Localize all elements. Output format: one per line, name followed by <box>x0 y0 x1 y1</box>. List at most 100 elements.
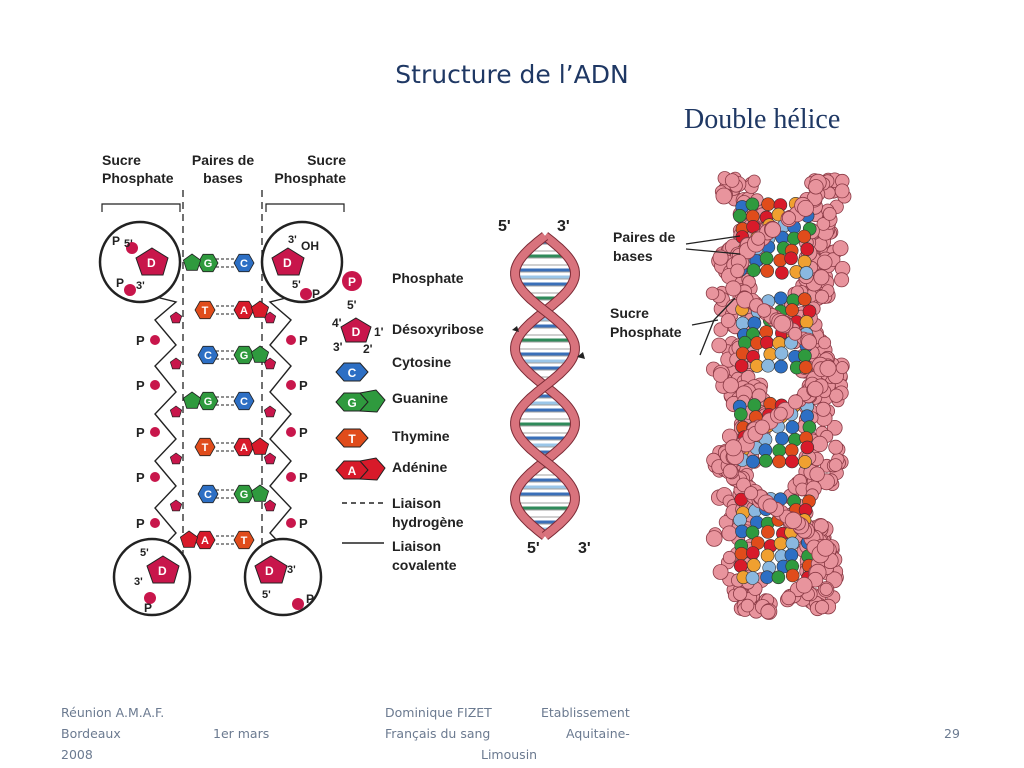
atom-base <box>799 266 814 280</box>
svg-text:D: D <box>158 564 167 578</box>
ribbon-helix: 5' 3' 5' 3' <box>498 218 591 557</box>
atom-base <box>773 291 788 306</box>
atom-sugar-phosphate <box>722 377 739 394</box>
atom-base <box>774 346 789 361</box>
atom-base <box>784 251 798 266</box>
atom-base <box>797 229 812 244</box>
base-letter: A <box>201 535 209 547</box>
left-phosphate <box>150 518 160 528</box>
left-phosphate-label: P <box>136 333 145 348</box>
atom-base <box>800 242 815 256</box>
backbone-lines <box>147 294 299 551</box>
base-C <box>233 391 255 411</box>
base-C <box>197 345 219 365</box>
atom-sugar-phosphate <box>751 231 766 246</box>
atom-base <box>798 455 812 469</box>
atom-base <box>798 348 812 363</box>
svg-text:3': 3' <box>136 280 145 292</box>
svg-text:P: P <box>112 234 120 248</box>
atom-base <box>747 398 762 412</box>
base-G-ring <box>250 484 270 502</box>
atom-base <box>785 454 799 469</box>
left-sugar <box>169 311 183 324</box>
header-bases-line1: Paires de <box>192 152 254 168</box>
atom-sugar-phosphate <box>813 269 830 286</box>
svg-text:D: D <box>352 325 361 339</box>
atom-sugar-phosphate <box>781 210 796 225</box>
atom-base <box>733 513 747 527</box>
svg-text:C: C <box>348 366 357 380</box>
left-phosphate <box>150 380 160 390</box>
footer-center-line3: Limousin <box>481 747 538 762</box>
base-letter: C <box>204 350 212 362</box>
legend-adenine-label: Adénine <box>392 459 447 475</box>
atom-sugar-phosphate <box>807 381 824 398</box>
base-A-ring <box>250 300 270 318</box>
svg-text:D: D <box>147 256 156 270</box>
atom-sugar-phosphate <box>712 249 729 266</box>
left-sugar <box>169 499 183 512</box>
right-sugar <box>263 499 277 512</box>
base-letter: G <box>240 350 249 362</box>
svg-text:1': 1' <box>374 325 384 339</box>
atom-sugar-phosphate <box>835 361 849 375</box>
legend-guanine: G Guanine <box>335 389 448 413</box>
atom-sugar-phosphate <box>814 600 830 615</box>
left-phosphate <box>150 427 160 437</box>
left-sugar <box>169 357 183 370</box>
footer-left-year: 2008 <box>61 747 93 762</box>
atom-base <box>746 263 761 278</box>
atom-sugar-phosphate <box>781 590 796 606</box>
base-G-ring <box>250 345 270 363</box>
base-letter: C <box>204 489 212 501</box>
atom-base <box>785 568 800 583</box>
atom-sugar-phosphate <box>815 401 831 417</box>
ribbon-arrow-left <box>512 326 519 332</box>
atom-sugar-phosphate <box>740 598 755 613</box>
atom-base <box>772 454 787 469</box>
atom-base <box>760 264 775 278</box>
end-circle-bottom-left: 5' D 3' P <box>112 537 192 617</box>
atom-sugar-phosphate <box>808 179 824 195</box>
svg-text:Liaison: Liaison <box>392 495 441 511</box>
atom-base <box>759 251 774 266</box>
right-phosphate-label: P <box>299 378 308 393</box>
svg-text:covalente: covalente <box>392 557 457 573</box>
atom-sugar-phosphate <box>764 221 782 238</box>
atom-sugar-phosphate <box>818 336 832 350</box>
atom-base <box>746 454 760 469</box>
atom-sugar-phosphate <box>762 498 778 514</box>
atom-sugar-phosphate <box>788 326 803 341</box>
svg-text:5': 5' <box>140 547 149 559</box>
svg-text:P: P <box>144 601 152 615</box>
atom-base <box>745 197 760 212</box>
spacefill-model: Paires de bases Sucre Phosphate <box>610 171 852 620</box>
legend-thymine-label: Thymine <box>392 428 450 444</box>
left-phosphate-label: P <box>136 425 145 440</box>
atom-sugar-phosphate <box>801 334 817 351</box>
base-A <box>233 437 255 457</box>
atom-base <box>761 197 775 211</box>
base-letter: G <box>204 258 213 270</box>
atom-sugar-phosphate <box>795 576 813 594</box>
base-letter: T <box>202 305 209 317</box>
atom-sugar-phosphate <box>720 313 736 329</box>
right-phosphate <box>286 335 296 345</box>
base-G-ring <box>182 391 202 409</box>
atom-sugar-phosphate <box>815 289 830 304</box>
header-left-line2: Phosphate <box>102 170 174 186</box>
base-letter: T <box>241 535 248 547</box>
footer-center-line2a: Français du sang <box>385 726 491 741</box>
left-sugar <box>169 452 183 465</box>
svg-text:5': 5' <box>292 279 301 291</box>
atom-sugar-phosphate <box>756 303 772 318</box>
base-T <box>233 530 255 550</box>
legend-hydrogen-bond: Liaison hydrogène <box>342 495 464 530</box>
atom-sugar-phosphate <box>834 272 850 288</box>
atom-sugar-phosphate <box>773 406 788 421</box>
atom-base <box>785 536 800 551</box>
atom-base <box>797 292 812 307</box>
base-G <box>233 345 255 365</box>
atom-sugar-phosphate <box>721 525 738 542</box>
spacefill-label-sugar-line1: Sucre <box>610 305 649 321</box>
